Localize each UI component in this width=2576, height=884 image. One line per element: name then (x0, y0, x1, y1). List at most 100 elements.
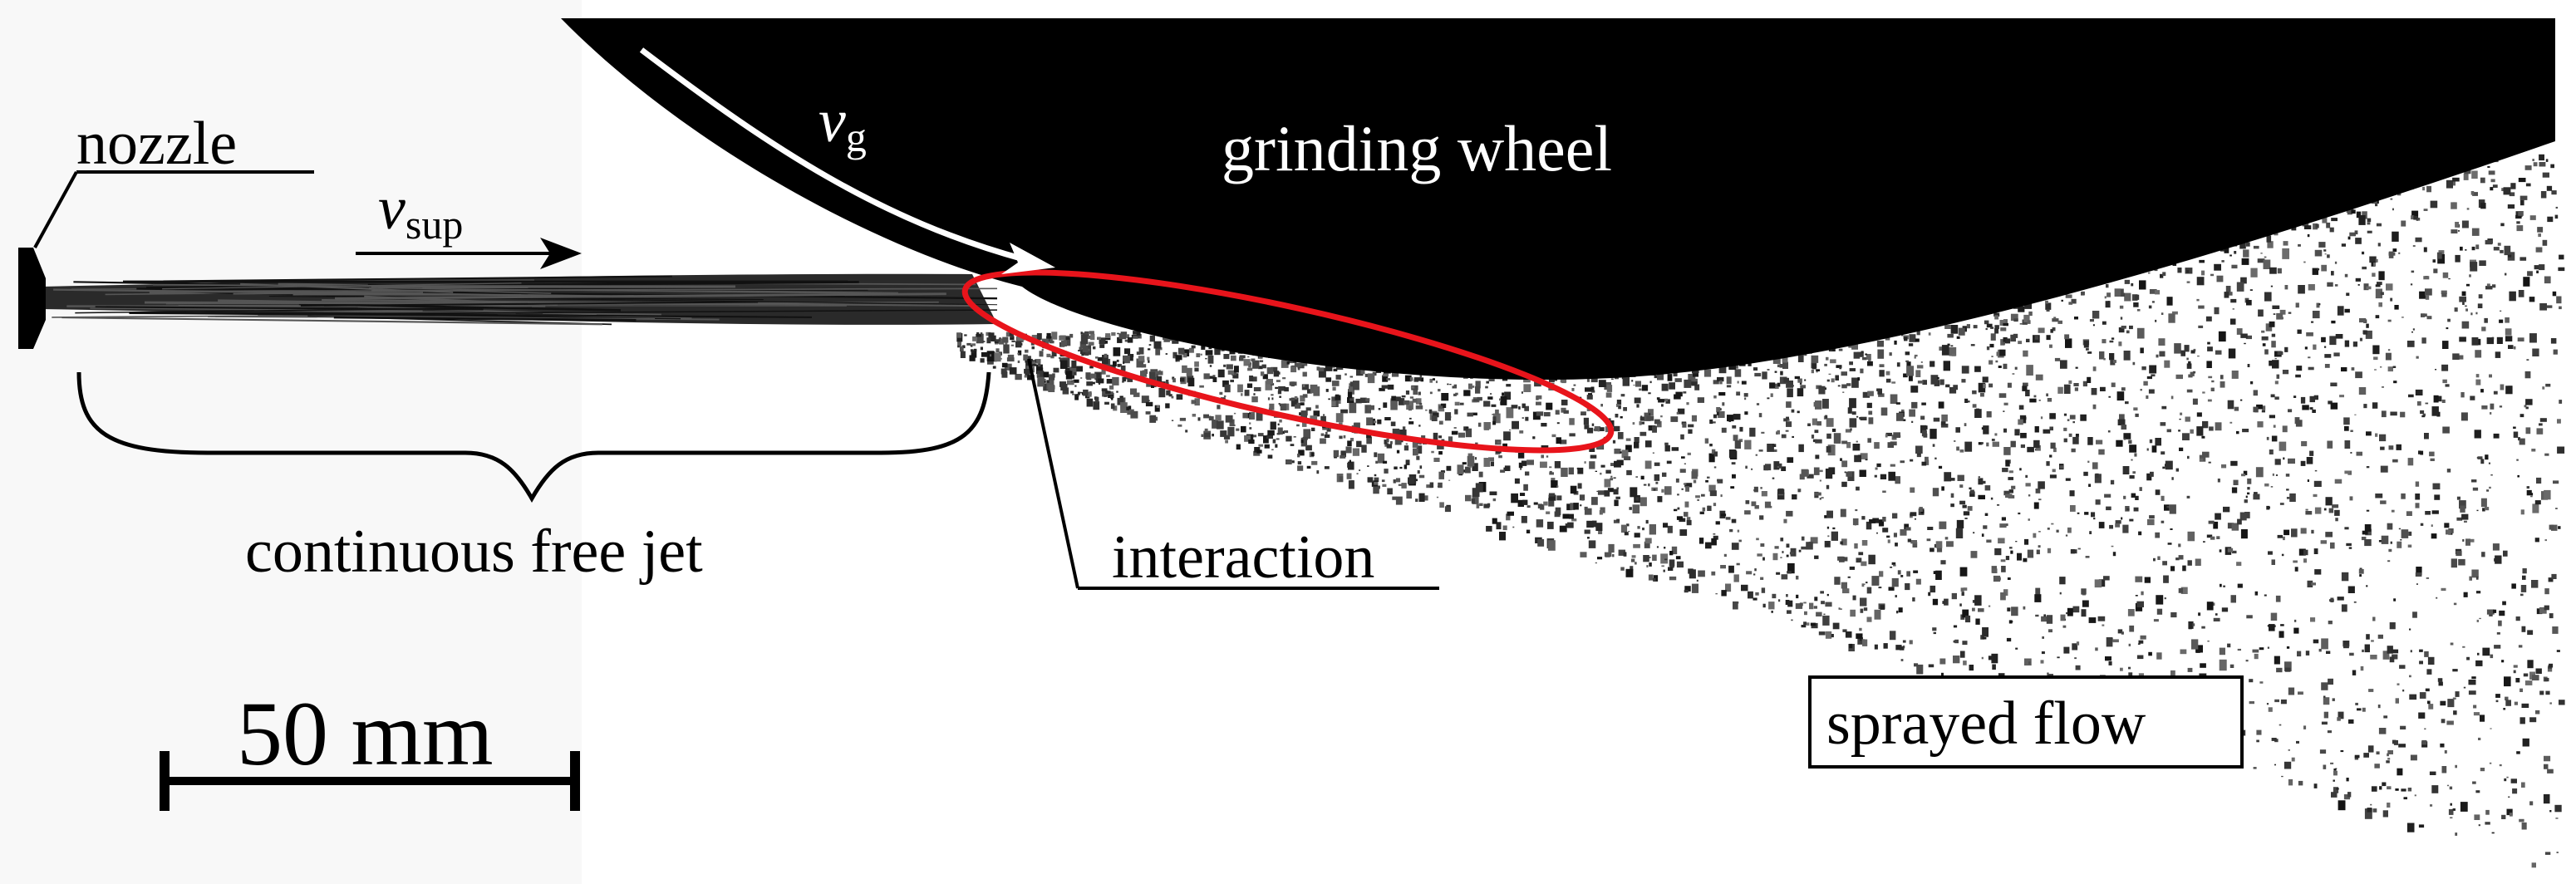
spray-droplet (1580, 504, 1582, 507)
spray-droplet (2334, 261, 2338, 264)
spray-droplet (2296, 366, 2303, 371)
spray-droplet (2214, 263, 2221, 271)
spray-droplet (2389, 656, 2395, 663)
spray-droplet (2349, 496, 2353, 501)
spray-droplet (1060, 384, 1068, 390)
spray-droplet (1017, 352, 1020, 355)
spray-droplet (2556, 296, 2562, 304)
spray-droplet (1223, 364, 1227, 367)
spray-droplet (2418, 712, 2426, 719)
spray-droplet (2285, 474, 2290, 477)
spray-droplet (2135, 495, 2139, 500)
spray-droplet (1889, 352, 1892, 356)
spray-droplet (1475, 381, 1481, 389)
spray-droplet (2321, 336, 2326, 342)
spray-droplet (1831, 428, 1836, 432)
spray-droplet (2495, 351, 2501, 358)
spray-droplet (2308, 284, 2315, 291)
spray-droplet (1534, 381, 1541, 387)
spray-droplet (1728, 449, 1737, 459)
spray-droplet (1208, 416, 1214, 421)
spray-droplet (1610, 475, 1613, 478)
spray-droplet (2151, 374, 2156, 377)
spray-droplet (1536, 395, 1542, 400)
spray-droplet (1271, 397, 1274, 400)
spray-droplet (2279, 441, 2287, 451)
spray-droplet (2261, 410, 2265, 413)
spray-droplet (1290, 366, 1297, 373)
spray-droplet (1755, 592, 1759, 596)
spray-droplet (2501, 814, 2506, 819)
spray-droplet (2387, 319, 2392, 322)
spray-droplet (2149, 439, 2153, 444)
spray-droplet (1813, 606, 1817, 609)
spray-droplet (2522, 575, 2526, 580)
spray-droplet (1982, 627, 1989, 637)
spray-droplet (1841, 371, 1847, 376)
spray-droplet (1366, 417, 1374, 425)
spray-droplet (2519, 818, 2524, 823)
spray-droplet (1117, 364, 1121, 367)
spray-droplet (1275, 444, 1278, 448)
spray-droplet (1279, 419, 1282, 423)
spray-droplet (1762, 371, 1767, 380)
spray-droplet (2049, 474, 2057, 479)
spray-droplet (2099, 351, 2105, 360)
spray-droplet (2288, 312, 2292, 314)
spray-droplet (1061, 341, 1067, 346)
spray-droplet (1663, 569, 1665, 572)
spray-droplet (1941, 672, 1944, 677)
spray-droplet (1378, 408, 1381, 410)
spray-droplet (1880, 474, 1887, 479)
spray-droplet (2228, 348, 2236, 359)
spray-droplet (2106, 284, 2109, 288)
spray-droplet (2375, 284, 2381, 287)
spray-droplet (1166, 390, 1171, 395)
spray-droplet (2288, 409, 2293, 413)
spray-droplet (2019, 468, 2022, 471)
spray-droplet (2035, 489, 2041, 494)
spray-droplet (1649, 562, 1652, 567)
spray-droplet (2539, 264, 2545, 271)
spray-droplet (2008, 489, 2013, 494)
spray-droplet (1297, 367, 1300, 371)
spray-droplet (2328, 678, 2333, 685)
spray-droplet (971, 350, 975, 354)
spray-droplet (2162, 561, 2167, 566)
spray-droplet (1438, 405, 1443, 409)
spray-droplet (2087, 437, 2093, 445)
spray-droplet (2465, 249, 2467, 251)
spray-droplet (1841, 460, 1848, 468)
spray-droplet (1258, 444, 1263, 447)
spray-droplet (1375, 460, 1378, 464)
spray-droplet (1046, 332, 1051, 337)
spray-droplet (2148, 305, 2152, 309)
spray-droplet (2337, 306, 2344, 316)
spray-droplet (2135, 595, 2138, 597)
spray-droplet (1561, 376, 1566, 384)
spray-droplet (1616, 487, 1619, 489)
spray-droplet (2513, 665, 2518, 668)
spray-droplet (2038, 545, 2041, 548)
spray-droplet (2023, 314, 2030, 322)
spray-droplet (2508, 254, 2512, 258)
spray-droplet (1841, 538, 1847, 546)
spray-droplet (1180, 377, 1185, 382)
spray-droplet (2408, 394, 2414, 398)
spray-droplet (1404, 445, 1409, 451)
spray-droplet (1001, 362, 1008, 368)
spray-droplet (1031, 346, 1035, 350)
spray-droplet (2017, 552, 2022, 561)
spray-droplet (1669, 551, 1674, 556)
spray-droplet (1999, 320, 2006, 326)
spray-droplet (2490, 728, 2492, 729)
spray-droplet (1010, 336, 1015, 341)
spray-droplet (2000, 592, 2006, 601)
spray-droplet (1113, 347, 1121, 356)
spray-droplet (990, 354, 992, 357)
spray-droplet (2520, 593, 2524, 597)
spray-droplet (1177, 347, 1185, 355)
spray-droplet (2200, 458, 2204, 461)
spray-droplet (1959, 500, 1966, 505)
spray-droplet (1604, 490, 1610, 497)
